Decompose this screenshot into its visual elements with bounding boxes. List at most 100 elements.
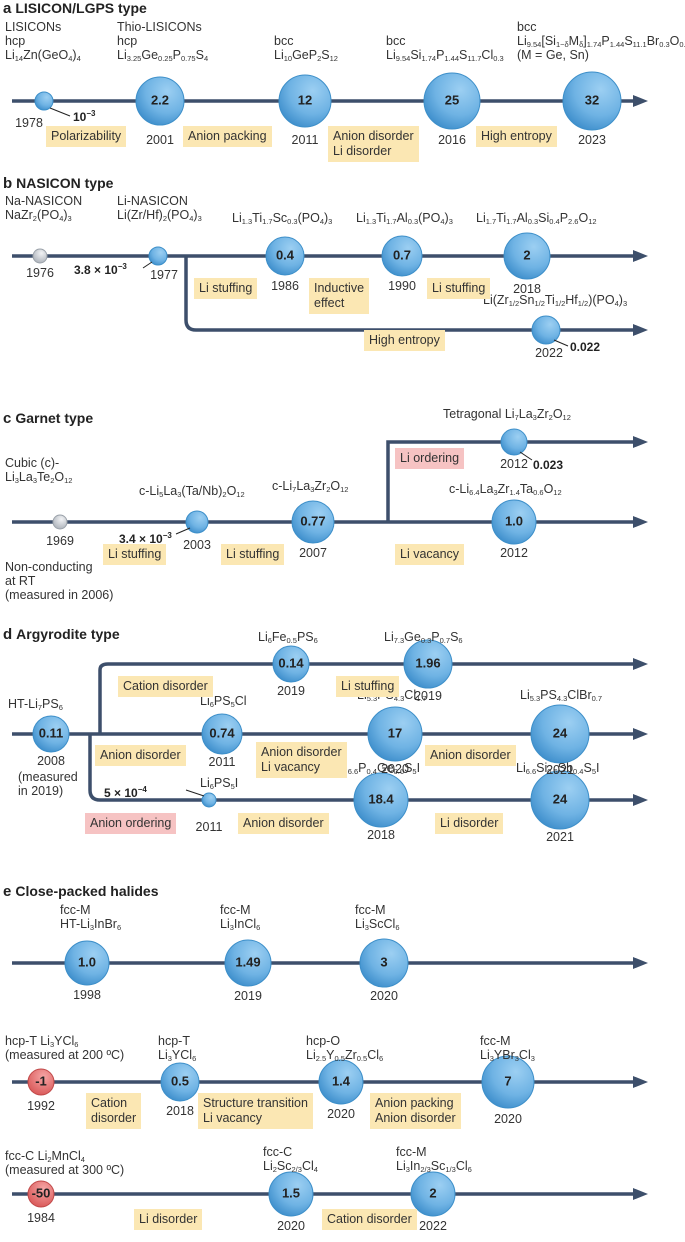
timeline-c-branch-line bbox=[386, 440, 635, 522]
b-year-1977: 1977 bbox=[150, 268, 178, 282]
b-2022-conductivity: 0.022 bbox=[570, 340, 601, 354]
c-cubic-llto-label: Cubic (c)-Li3La3Te2O12 bbox=[5, 456, 73, 485]
c-c-llzo-label: c-Li7La3Zr2O12 bbox=[272, 479, 349, 494]
node-b-1986 bbox=[265, 236, 305, 276]
d-box-anion-disorder-3: Anion disorder bbox=[238, 813, 329, 834]
value-e-1992: -1 bbox=[35, 1073, 47, 1088]
value-d-2019-ge: 1.96 bbox=[415, 655, 440, 670]
b-box-li-stuffing-1: Li stuffing bbox=[194, 278, 258, 299]
value-b-1990: 0.7 bbox=[393, 247, 411, 262]
b-year-2022: 2022 bbox=[535, 346, 563, 360]
value-a-2016: 25 bbox=[445, 92, 459, 107]
node-e-2020-br bbox=[481, 1055, 535, 1109]
a-box-high-entropy: High entropy bbox=[476, 126, 557, 147]
value-b-2018: 2 bbox=[523, 247, 530, 262]
d-li53clbr-label: Li5.3PS4.3ClBr0.7 bbox=[520, 688, 603, 703]
e-year-2022: 2022 bbox=[419, 1219, 447, 1233]
d-year-2019-fe: 2019 bbox=[277, 684, 305, 698]
c-box-li-stuffing-2: Li stuffing bbox=[221, 544, 285, 565]
value-c-2007: 0.77 bbox=[300, 513, 325, 528]
node-a-2023 bbox=[562, 71, 622, 131]
node-a-2016 bbox=[423, 72, 481, 130]
node-e-2022 bbox=[410, 1171, 456, 1217]
d-box-li-stuffing: Li stuffing bbox=[336, 676, 400, 697]
a-1978-conductivity: 10−3 bbox=[73, 109, 96, 124]
c-2003-conductivity: 3.4 × 10−3 bbox=[119, 531, 172, 546]
e-year-1998: 1998 bbox=[73, 988, 101, 1002]
timeline-d-top-branch bbox=[98, 662, 635, 734]
d-year-2019-ge: 2019 bbox=[414, 689, 442, 703]
d-year-2018: 2018 bbox=[367, 828, 395, 842]
value-d-2021-sb: 24 bbox=[553, 791, 568, 806]
value-e-2022: 2 bbox=[429, 1185, 436, 1200]
b-year-1976: 1976 bbox=[26, 266, 54, 280]
a-box-anion-packing: Anion packing bbox=[183, 126, 272, 147]
b-1977-conductivity: 3.8 × 10−3 bbox=[74, 262, 127, 277]
node-e-2018 bbox=[160, 1062, 200, 1102]
node-e-1998 bbox=[64, 940, 110, 986]
d-year-2011-cl: 2011 bbox=[208, 755, 236, 769]
e-year-2018: 2018 bbox=[166, 1104, 194, 1118]
value-a-2023: 32 bbox=[585, 92, 599, 107]
d-year-2021-br: 2021 bbox=[546, 763, 574, 777]
node-b-1990 bbox=[381, 235, 423, 277]
e-year-2020-sc: 2020 bbox=[370, 989, 398, 1003]
value-d-2011-cl: 0.74 bbox=[209, 725, 235, 740]
node-d-2019-ge bbox=[403, 639, 453, 689]
a-year-2016: 2016 bbox=[438, 133, 466, 147]
a-year-1978: 1978 bbox=[15, 116, 43, 130]
node-d-2020 bbox=[367, 706, 423, 762]
value-e-2020-zr: 1.4 bbox=[332, 1073, 351, 1088]
value-e-2020-br: 7 bbox=[504, 1073, 511, 1088]
d-box-anion-disorder-1: Anion disorder bbox=[95, 745, 186, 766]
d-box-li-disorder: Li disorder bbox=[435, 813, 504, 834]
node-e-1984 bbox=[27, 1180, 55, 1208]
node-e-2020-zr bbox=[318, 1059, 364, 1105]
b-year-2018: 2018 bbox=[513, 282, 541, 296]
value-e-2018: 0.5 bbox=[171, 1073, 189, 1088]
value-e-1998: 1.0 bbox=[78, 954, 96, 969]
b-year-1990: 1990 bbox=[388, 279, 416, 293]
node-a-2011 bbox=[278, 74, 332, 128]
d-year-2011-i: 2011 bbox=[195, 820, 223, 834]
e-year-1984: 1984 bbox=[27, 1211, 55, 1225]
e-year-1992: 1992 bbox=[27, 1099, 55, 1113]
a-year-2001: 2001 bbox=[146, 133, 174, 147]
value-a-2011: 12 bbox=[298, 92, 312, 107]
arrow-heads bbox=[633, 95, 648, 1200]
timeline-d-bottom-branch bbox=[88, 734, 635, 802]
b-latp-label: Li1.3Ti1.7Al0.3(PO4)3 bbox=[356, 211, 453, 226]
c-year-2012-cubic: 2012 bbox=[500, 546, 528, 560]
d-li6ps5i-label: Li6PS5I bbox=[200, 776, 239, 791]
a-year-2011: 2011 bbox=[291, 133, 319, 147]
c-box-li-vacancy: Li vacancy bbox=[395, 544, 465, 565]
node-d-2008 bbox=[32, 715, 70, 753]
node-e-2020-li2sc bbox=[268, 1171, 314, 1217]
d-2011-conductivity: 5 × 10−4 bbox=[104, 785, 147, 800]
d-ht-li7ps6-label: HT-Li7PS6 bbox=[8, 697, 63, 712]
c-year-2012-tetragonal: 2012 bbox=[500, 457, 528, 471]
d-box-cation-disorder: Cation disorder bbox=[118, 676, 213, 697]
value-d-2019-fe: 0.14 bbox=[278, 655, 304, 670]
node-a-1978 bbox=[34, 91, 54, 111]
e-li3ycl6-hcp-label: hcp-T Li3YCl6(measured at 200 ºC) bbox=[5, 1034, 125, 1062]
c-year-2007: 2007 bbox=[299, 546, 327, 560]
node-d-2011-cl bbox=[201, 713, 243, 755]
d-li66-label: Li6.6P0.4Ge0.6S5I bbox=[338, 761, 421, 776]
b-high-entropy-label: Li(Zr1/2Sn1/2Ti1/2Hf1/2)(PO4)3 bbox=[483, 293, 628, 308]
